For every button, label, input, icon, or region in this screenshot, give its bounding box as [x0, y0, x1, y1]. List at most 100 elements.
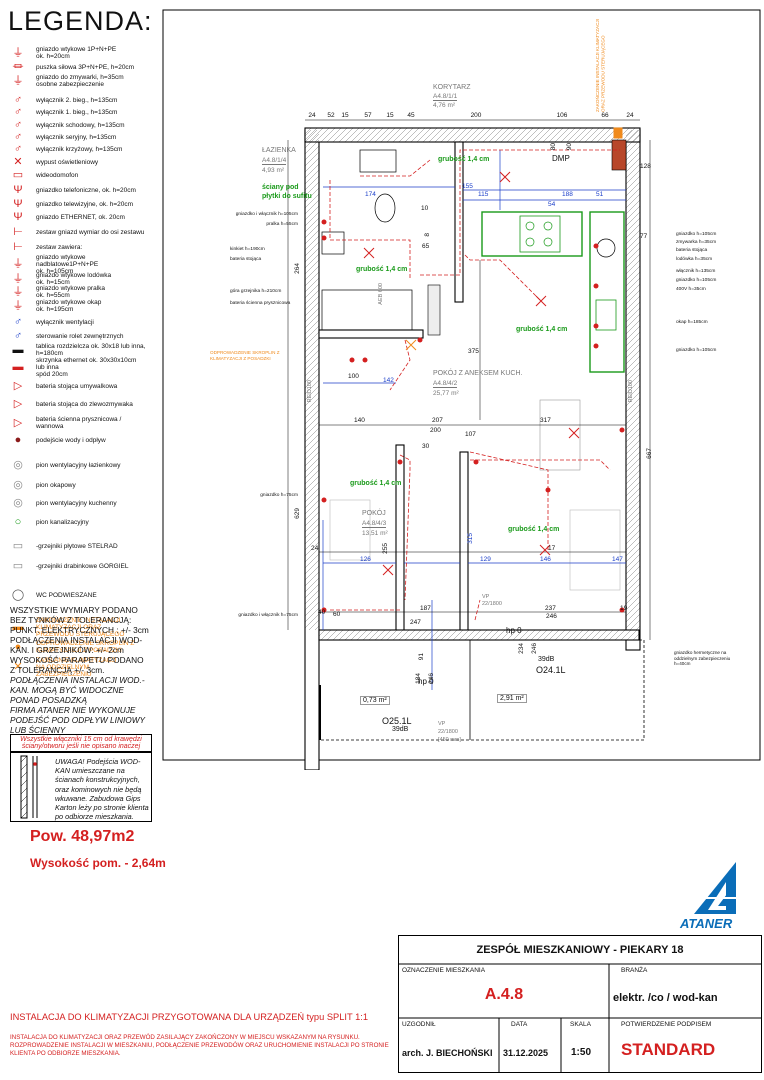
- bathroom-vent-icon: ◎: [13, 458, 23, 471]
- dimension-label: 19: [620, 605, 628, 612]
- dimension-label: 140: [354, 417, 365, 424]
- walls: [304, 127, 641, 770]
- legend-item-label: puszka siłowa 3P+N+PE, h=20cm: [36, 63, 135, 71]
- balcony: [318, 639, 645, 741]
- db-label-a: 39dB: [538, 656, 555, 663]
- ac-termination-icon: ▬: [12, 620, 24, 633]
- tolerance-notes: WSZYSTKIE WYMIARY PODANO BEZ TYNKÓW Z TO…: [10, 605, 150, 735]
- tv-outlet-icon: Ψ: [13, 197, 23, 210]
- dimension-label: 147: [612, 556, 623, 563]
- outlet-icon: ⏚: [12, 272, 24, 285]
- ataner-logo-text: ATANER: [680, 916, 733, 931]
- callout-left: bateria stojąca: [230, 257, 262, 262]
- room-id-room: A4.8/4/3: [362, 520, 387, 528]
- legend-item-label: ZASILANIE KLIMATYZACJI NA ODDZIELNYM ZAB…: [36, 656, 117, 678]
- bath-bottom-wall: [318, 329, 424, 339]
- callout-right: gniazdko h=105cm: [676, 348, 717, 353]
- room-id-bathroom: A4.8/1/4: [262, 157, 287, 165]
- switch-icon: ♂: [13, 118, 23, 131]
- legend-item-label: wyłącznik krzyżowy, h=135cm: [36, 145, 123, 153]
- power-box-icon: ⏛: [12, 60, 24, 73]
- dimension-label: 77: [640, 233, 648, 240]
- balcony-edge: [319, 685, 321, 740]
- legend-item: ▷bateria stojąca do zlewozmywaka: [10, 397, 146, 411]
- legend-item-label: WC PODWIESZANE: [36, 591, 97, 599]
- blind-control-icon: ♂: [13, 329, 23, 342]
- dimension-label: 80: [550, 143, 557, 151]
- legend-item: ✕wypust oświetleniowy: [10, 155, 146, 169]
- room-name-living: POKÓJ Z ANEKSEM KUCH.: [433, 370, 523, 377]
- legend-item: ▷bateria ścienna prysznicowa / wannowa: [10, 416, 146, 430]
- dimension-label: 106: [557, 112, 568, 119]
- callout-left: gniazdko h=75cm: [260, 493, 298, 498]
- vp-sub-b: [450 mm]: [438, 737, 461, 743]
- callout-left: kinkiet h=190cm: [230, 247, 265, 252]
- db-label-b: 39dB: [392, 726, 409, 733]
- kitchen-counter-side: [589, 211, 625, 373]
- dimension-label: 65: [422, 243, 430, 250]
- sewer-riser-icon: ○: [14, 515, 22, 528]
- thickness-note-4: grubość 1,4 cm: [350, 480, 402, 487]
- hob: [519, 215, 561, 253]
- outlet-markers: [321, 219, 625, 613]
- switch-icon: ♂: [13, 142, 23, 155]
- room-height: Wysokość pom. - 2,64m: [30, 856, 166, 870]
- legend-item: ▭-grzejniki drabinkowe GORGIEL: [10, 559, 146, 573]
- tolerance-line: PODŁĄCZENIA INSTALACJI WOD.-KAN. MOGĄ BY…: [10, 675, 145, 705]
- dimension-label: 155: [462, 183, 473, 190]
- reid-label-left: REID100: [307, 380, 313, 403]
- dimension-label: 52: [327, 112, 335, 119]
- dimension-label: 57: [364, 112, 372, 119]
- legend-item: ⏚gniazdo wtykowe pralka ok. h=55cm: [10, 285, 146, 299]
- legend-item-label: ZAKOŃCZENIE INSTALACJI KLIMATYZACJI ORAZ…: [36, 616, 125, 638]
- apartment-label: OZNACZENIE MIESZKANIA: [402, 967, 486, 974]
- legend-item-label: pion kanalizacyjny: [36, 518, 89, 526]
- legend-item-label: skrzynka ethernet ok. 30x30x10cm lub inn…: [36, 356, 137, 378]
- dimension-label: 66: [601, 112, 609, 119]
- branch-label: BRANŻA: [621, 967, 648, 974]
- legend-item: ♂ wyłącznik krzyżowy, h=135cm: [10, 142, 146, 156]
- dimension-label: 187: [420, 605, 431, 612]
- dimension-label: 129: [480, 556, 491, 563]
- tolerance-line: WYSOKOŚĆ PARAPETU PODANO Z TOLERANCJĄ +/…: [10, 655, 144, 675]
- legend-item: ⏚gniazdo wtykowe lodówka ok. h=15cm: [10, 272, 146, 286]
- legend-item-label: zestaw zawiera:: [36, 243, 83, 251]
- tolerance-line: PUNKT. ELEKTRYCZNYCH : +/- 3cm: [10, 625, 149, 635]
- dimension-label: 174: [365, 191, 376, 198]
- plan-frame: [162, 9, 761, 761]
- dimension-label: 237: [545, 605, 556, 612]
- outlet-icon: ⏚: [12, 285, 24, 298]
- legend-item: ○ pion kanalizacyjny: [10, 515, 146, 529]
- dimension-label: 15: [386, 112, 394, 119]
- legend-item: ⏛ puszka siłowa 3P+N+PE, h=20cm: [10, 60, 146, 74]
- top-wall: [304, 127, 641, 143]
- callout-right: bateria stojąca: [676, 248, 708, 253]
- dimension-label: 207: [432, 417, 443, 424]
- dimension-label: 107: [465, 431, 476, 438]
- dimension-label: 317: [540, 417, 551, 424]
- electrical-wiring: [329, 149, 620, 621]
- kitchen-vent-icon: ◎: [13, 496, 23, 509]
- ac-power-icon: ✕: [13, 660, 23, 673]
- legend-item: ▭wideodomofon: [10, 168, 146, 182]
- dimension-label: 24: [311, 545, 319, 552]
- legend-item-label: pion wentylacyjny kuchenny: [36, 499, 117, 507]
- window-label-a: O24.1L: [536, 665, 566, 675]
- dimension-label: 24: [626, 112, 634, 119]
- legend-item: ▬skrzynka ethernet ok. 30x30x10cm lub in…: [10, 357, 146, 378]
- legend-item-label: pion okapowy: [36, 481, 76, 489]
- socket-set-icon: ⊢: [13, 240, 23, 253]
- hood-vent-icon: ◎: [13, 478, 23, 491]
- branch-value: elektr. /co / wod-kan: [613, 992, 718, 1004]
- callout-right: zmywarka h=35cm: [676, 240, 717, 245]
- date-label: DATA: [511, 1021, 528, 1028]
- room-area-bathroom: 4,93 m²: [262, 167, 285, 174]
- legend-item-label: gniazdo wtykowe nadblatowe1P+N+PE ok. h=…: [36, 253, 99, 275]
- scale-label: SKALA: [570, 1021, 591, 1028]
- dimension-label: 246: [531, 643, 538, 654]
- balcony-area-b: 2,91 m²: [497, 694, 527, 703]
- room-id-corridor: A4.8/1/1: [433, 93, 458, 101]
- legend-item-label: sterowanie rolet zewnętrznych: [36, 332, 124, 340]
